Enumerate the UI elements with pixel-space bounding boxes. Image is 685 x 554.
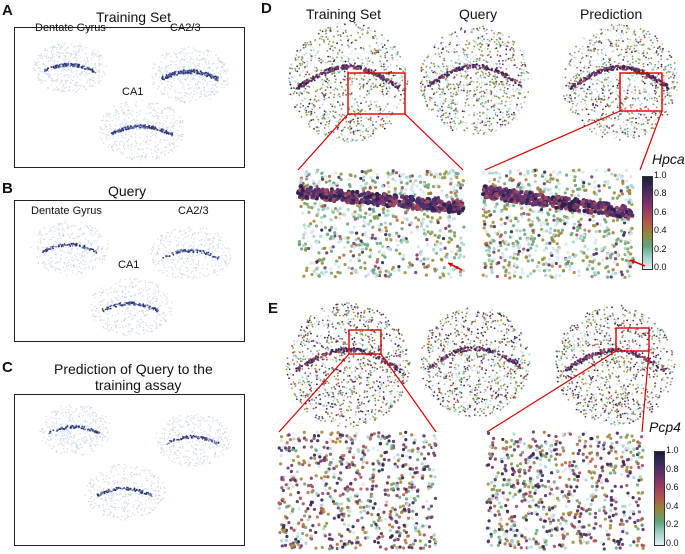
panel-d-title-query: Query bbox=[459, 6, 498, 22]
panel-label-a: A bbox=[2, 2, 13, 19]
zoom-connector bbox=[380, 353, 437, 433]
colorbar-tick: 0.2 bbox=[654, 243, 667, 254]
panel-label-d: D bbox=[261, 0, 272, 17]
gene-label-hpca: Hpca bbox=[652, 151, 685, 167]
panel-b-dentate-gyrus-label: Dentate Gyrus bbox=[31, 205, 102, 217]
panel-label-b: B bbox=[2, 180, 13, 197]
panel-c-title-line2: training assay bbox=[95, 377, 182, 393]
zoom-region-box bbox=[615, 327, 650, 352]
zoom-connector bbox=[641, 350, 650, 433]
panel-d-title-prediction: Prediction bbox=[580, 6, 643, 22]
zoom-connector bbox=[278, 353, 350, 433]
colorbar-tick: 0.8 bbox=[654, 188, 667, 199]
gene-label-pcp4: Pcp4 bbox=[649, 419, 681, 435]
panel-label-c: C bbox=[2, 359, 13, 376]
tissue-section bbox=[419, 25, 530, 135]
zoom-inset bbox=[296, 168, 466, 280]
tissue-section bbox=[39, 404, 111, 456]
colorbar-tick: 0.0 bbox=[666, 538, 679, 548]
tissue-section bbox=[420, 307, 531, 418]
tissue-section bbox=[90, 277, 173, 337]
colorbar-tick: 1.0 bbox=[654, 170, 667, 180]
tissue-section bbox=[288, 21, 409, 143]
zoom-region-box bbox=[619, 72, 663, 112]
colorbar-tick: 0.4 bbox=[654, 225, 667, 236]
panel-c-title-line1: Prediction of Query to the bbox=[54, 361, 213, 377]
zoom-region-box bbox=[348, 329, 382, 355]
panel-c-frame bbox=[14, 394, 245, 546]
colorbar-d bbox=[642, 176, 653, 270]
tissue-section bbox=[30, 220, 109, 276]
panel-a-dentate-gyrus-label: Dentate Gyrus bbox=[35, 22, 106, 34]
tissue-section bbox=[154, 413, 232, 467]
zoom-connector bbox=[297, 113, 349, 171]
colorbar-tick: 1.0 bbox=[666, 445, 679, 455]
zoom-connector bbox=[639, 110, 663, 171]
panel-label-e: E bbox=[268, 300, 279, 317]
tissue-section bbox=[84, 463, 166, 521]
zoom-inset bbox=[481, 168, 635, 280]
colorbar-e bbox=[654, 451, 665, 546]
zoom-connector bbox=[486, 350, 617, 433]
panel-a-title: Training Set bbox=[96, 9, 171, 25]
colorbar-tick: 0.2 bbox=[666, 519, 679, 530]
tissue-section bbox=[32, 42, 107, 93]
tissue-section bbox=[555, 304, 676, 426]
arrow-head bbox=[630, 259, 635, 264]
zoom-connector bbox=[404, 113, 464, 171]
colorbar-tick: 0.0 bbox=[654, 262, 667, 272]
tissue-section bbox=[98, 99, 184, 161]
panel-b-ca23-label: CA2/3 bbox=[178, 205, 209, 217]
panel-b-frame bbox=[14, 200, 245, 342]
colorbar-tick: 0.6 bbox=[666, 482, 679, 493]
colorbar-tick: 0.8 bbox=[666, 463, 679, 474]
zoom-connector bbox=[484, 110, 621, 171]
panel-a-frame bbox=[14, 27, 245, 168]
colorbar-tick: 0.6 bbox=[654, 206, 667, 217]
tissue-section bbox=[285, 302, 411, 428]
tissue-section bbox=[561, 23, 679, 141]
panel-a-ca23-label: CA2/3 bbox=[170, 22, 201, 34]
zoom-inset bbox=[277, 430, 438, 551]
colorbar-tick: 0.4 bbox=[666, 500, 679, 511]
panel-d-title-training: Training Set bbox=[306, 6, 381, 22]
panel-a-ca1-label: CA1 bbox=[122, 86, 144, 98]
panel-b-title: Query bbox=[108, 183, 147, 199]
tissue-section bbox=[150, 225, 232, 280]
arrow-head bbox=[448, 262, 453, 268]
zoom-region-box bbox=[347, 72, 406, 115]
tissue-section bbox=[151, 46, 229, 104]
zoom-inset bbox=[485, 430, 646, 551]
panel-b-ca1-label: CA1 bbox=[118, 259, 140, 271]
